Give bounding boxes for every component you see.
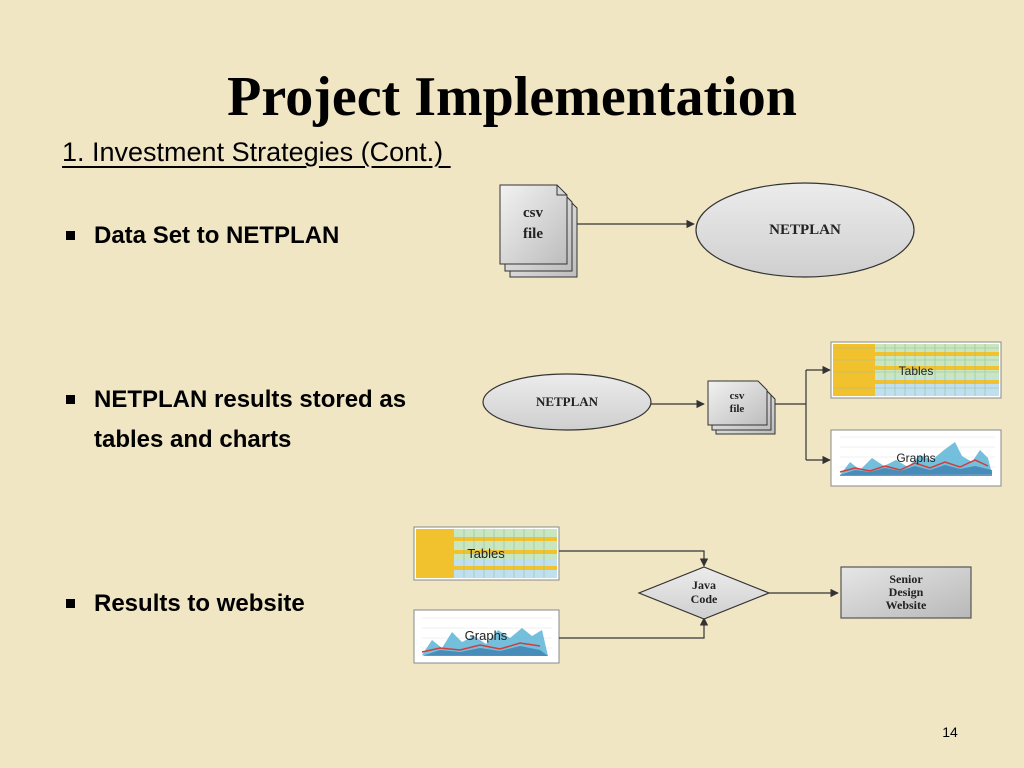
java-label: Java [692, 578, 716, 592]
csv-file-stack-2: csv file [707, 380, 776, 435]
file-label: file [523, 226, 543, 242]
square-bullet-icon [66, 231, 75, 240]
graphs-thumbnail-1: Graphs [830, 429, 1002, 487]
slide-subtitle: 1. Investment Strategies (Cont.) [62, 137, 451, 167]
bullet-text: NETPLAN results stored as [94, 386, 407, 413]
tables-thumbnail-1: Tables [830, 341, 1002, 399]
website-node: Senior Design Website [840, 566, 972, 619]
bullet-item: NETPLAN results stored as tables and cha… [66, 380, 406, 460]
arrow-graphs-to-java [559, 617, 709, 639]
page-number: 14 [942, 724, 958, 740]
branch-connector [775, 370, 807, 460]
netplan-label: NETPLAN [769, 222, 841, 238]
netplan-node-1: NETPLAN [695, 182, 915, 278]
csv-file-stack-1: csv file [499, 184, 578, 278]
java-code-node: Java Code [637, 566, 771, 620]
website-label: Website [886, 598, 927, 612]
arrow-tables-to-java [559, 550, 709, 567]
bullet-text: tables and charts [94, 426, 292, 453]
square-bullet-icon [66, 599, 75, 608]
code-label: Code [691, 592, 718, 606]
netplan-node-2: NETPLAN [482, 373, 652, 431]
bullet-text: Results to website [94, 590, 305, 617]
csv-label: csv [730, 390, 745, 402]
file-label: file [730, 403, 745, 415]
graphs-thumbnail-2: Graphs [413, 609, 560, 664]
tables-label: Tables [899, 364, 934, 378]
csv-label: csv [523, 205, 543, 221]
graphs-label: Graphs [896, 451, 935, 465]
tables-thumbnail-2: Tables [413, 526, 560, 581]
bullet-item: Data Set to NETPLAN [66, 216, 339, 256]
tables-label: Tables [467, 546, 505, 561]
square-bullet-icon [66, 395, 75, 404]
website-label: Senior [889, 572, 923, 586]
netplan-label: NETPLAN [536, 394, 599, 409]
website-label: Design [889, 585, 924, 599]
graphs-label: Graphs [465, 628, 508, 643]
slide-title: Project Implementation [227, 66, 797, 128]
bullet-item: Results to website [66, 584, 305, 624]
bullet-text: Data Set to NETPLAN [94, 222, 340, 249]
